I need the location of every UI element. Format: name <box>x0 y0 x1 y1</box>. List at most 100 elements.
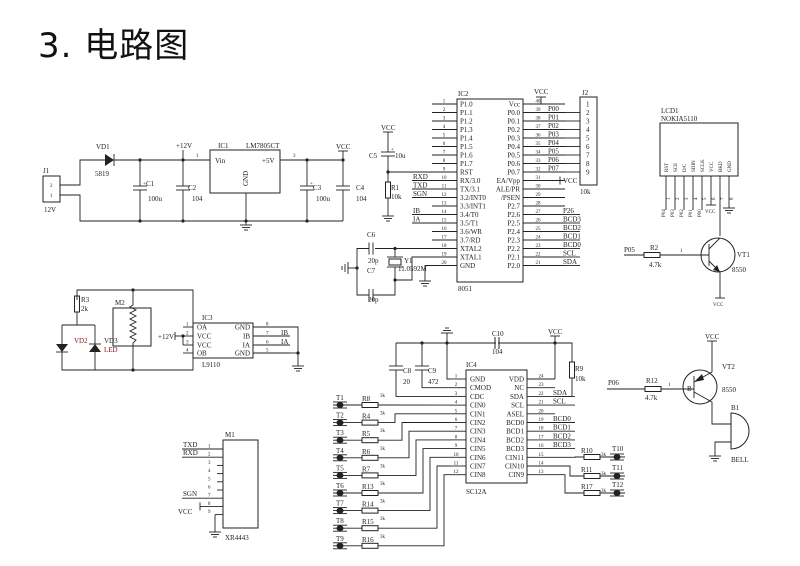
label: C2 <box>188 184 197 192</box>
label: CIN8 <box>470 471 486 479</box>
label: 20 <box>442 261 448 266</box>
label: 9 <box>455 444 458 449</box>
label: 18 <box>539 427 545 432</box>
label: 33 <box>536 159 542 164</box>
label: VCC <box>713 303 724 308</box>
label: OA <box>197 324 207 332</box>
wire <box>378 448 450 494</box>
label: IB <box>281 329 288 337</box>
label: 3k <box>380 517 386 522</box>
label: P1.6 <box>460 152 473 160</box>
label: BCD0 <box>506 419 524 427</box>
label: T1 <box>336 394 344 402</box>
label: VD2 <box>74 337 88 345</box>
label: 40 <box>536 100 542 105</box>
label: 11.0592M <box>398 265 427 273</box>
label: 36 <box>536 134 542 139</box>
label: 37 <box>536 125 542 130</box>
label: XTAL1 <box>460 254 482 262</box>
resistor <box>361 507 379 514</box>
label: L9110 <box>202 361 221 369</box>
junction-dot <box>181 158 185 162</box>
connector-j1 <box>42 175 61 203</box>
arrow-icon <box>694 374 704 382</box>
label: RXD <box>183 449 198 457</box>
label: 3k <box>380 482 386 487</box>
label: 2 <box>676 197 681 200</box>
label: 2 <box>208 453 211 458</box>
mcu-ic2 <box>456 98 524 283</box>
label: D/C <box>683 163 688 172</box>
label: TX/3.1 <box>460 186 481 194</box>
label: B <box>687 385 692 393</box>
label: 3k <box>380 447 386 452</box>
label: CIN2 <box>470 419 486 427</box>
label: 32 <box>536 168 542 173</box>
label: 472 <box>428 378 439 386</box>
label: IC3 <box>202 314 213 322</box>
label: 3k <box>380 500 386 505</box>
label: 3k <box>380 429 386 434</box>
label: RXD <box>413 173 428 181</box>
wire <box>60 159 105 186</box>
junction-dot <box>341 158 345 162</box>
label: SGN <box>413 190 427 198</box>
label: 100u <box>148 195 163 203</box>
label: GND <box>470 376 485 384</box>
label: 7 <box>455 427 458 432</box>
label: 4 <box>455 401 458 406</box>
label: BELL <box>731 456 749 464</box>
label: BCD2 <box>553 432 571 440</box>
label: Vcc <box>509 101 520 109</box>
label: 21 <box>536 261 542 266</box>
label: 18 <box>442 244 448 249</box>
transistor-vt2 <box>682 369 718 405</box>
label: 7 <box>208 494 211 499</box>
label: 24 <box>539 375 545 380</box>
label: 20 <box>539 409 545 414</box>
label: 3k <box>601 453 607 458</box>
label: 8 <box>586 160 590 168</box>
label: BCD2 <box>563 224 581 232</box>
wire <box>356 248 369 296</box>
label: RST <box>460 169 474 177</box>
label: R4 <box>362 413 371 421</box>
label: 8550 <box>722 386 737 394</box>
label: R7 <box>362 465 371 473</box>
label: 38 <box>536 117 542 122</box>
label: VCC <box>705 210 716 215</box>
label: P1.2 <box>460 118 473 126</box>
label: 9 <box>443 168 446 173</box>
label: 3 <box>685 197 690 200</box>
label: NOKIA5110 <box>661 115 698 123</box>
label: Vin <box>215 157 226 165</box>
label: 12 <box>442 193 448 198</box>
label: +12V <box>176 142 192 150</box>
label: 13 <box>539 470 545 475</box>
label: 3 <box>586 118 590 126</box>
label: LM7805CT <box>246 142 280 150</box>
label: 104 <box>192 195 203 203</box>
wire <box>378 456 450 512</box>
label: 16 <box>442 227 448 232</box>
label: 15 <box>539 453 545 458</box>
label: 4.7k <box>649 261 662 269</box>
wire <box>76 289 194 327</box>
label: GND <box>460 262 475 270</box>
label: P26 <box>563 207 574 215</box>
label: 23 <box>539 383 545 388</box>
label: CMOD <box>470 384 491 392</box>
label: R6 <box>362 448 371 456</box>
label: 10k <box>575 375 586 383</box>
polarity-mark: + <box>143 182 146 187</box>
label: M1 <box>225 431 235 439</box>
label: T10 <box>612 445 624 453</box>
polarity-mark: + <box>391 148 394 153</box>
resistor <box>361 454 379 461</box>
label: P2.2 <box>507 245 520 253</box>
label: 1 <box>680 249 683 254</box>
label: 8 <box>208 502 211 507</box>
resistor <box>361 542 379 549</box>
label: T4 <box>336 447 344 455</box>
label: P06 <box>608 379 619 387</box>
